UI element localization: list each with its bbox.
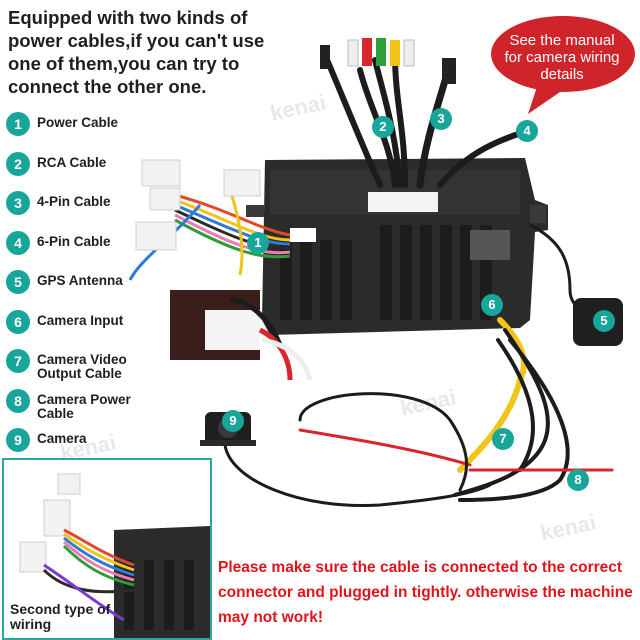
callout-4pin-cable: 3 [430,108,452,130]
connection-warning: Please make sure the cable is connected … [218,559,633,626]
legend-label: Camera Video Output Cable [37,352,127,381]
legend-number: 7 [6,349,30,373]
legend: 1 Power Cable 2 RCA Cable 3 4-Pin Cable 4 6-… [6,112,176,468]
legend-item: 3 4-Pin Cable [6,191,176,231]
second-wiring-caption: Second type of wiring [10,601,111,632]
second-wiring-inset: Second type of wiring [2,458,212,640]
callout-camera-video-output: 7 [492,428,514,450]
legend-item: 1 Power Cable [6,112,176,152]
legend-label: Camera Input [37,312,124,328]
white-connectors [135,159,261,251]
power-harness [128,189,291,281]
rca-plugs [320,38,456,84]
legend-label: Camera Power Cable [37,391,131,421]
legend-label: Power Cable [37,115,119,130]
manual-note-bubble: See the manual for camera wiring details [488,14,638,114]
legend-number: 1 [6,112,30,136]
heading-text: Equipped with two kinds of power cables,… [8,7,265,97]
legend-number: 5 [6,270,30,294]
callout-camera: 9 [222,410,244,432]
legend-item: 4 6-Pin Cable [6,230,176,271]
legend-item: 6 Camera Input [6,309,176,350]
legend-label: GPS Antenna [37,273,123,288]
callout-6pin-cable: 4 [516,120,538,142]
legend-item: 8 Camera Power Cable [6,388,176,429]
legend-item: 2 RCA Cable [6,151,176,192]
camera-cables [223,317,614,508]
callout-power-cable: 1 [247,232,269,254]
head-unit [246,158,548,335]
legend-item: 7 Camera Video Output Cable [6,349,176,389]
legend-label: RCA Cable [37,154,107,170]
legend-number: 9 [6,428,30,452]
legend-label: 6-Pin Cable [37,233,111,249]
legend-label: Camera [37,431,87,446]
legend-number: 2 [6,151,30,176]
legend-item: 9 Camera [6,428,176,468]
callout-camera-power: 8 [567,469,589,491]
second-wiring-photo [19,473,210,638]
camera-input-box [170,290,313,381]
legend-number: 6 [6,309,30,334]
legend-number: 8 [6,388,30,413]
legend-number: 3 [6,191,30,215]
legend-label: 4-Pin Cable [37,194,111,209]
callout-rca-cable: 2 [372,116,394,138]
legend-number: 4 [6,230,30,255]
legend-item: 5 GPS Antenna [6,270,176,310]
manual-note-text: See the manual for camera wiring details [504,32,620,83]
callout-gps-antenna: 5 [593,310,615,332]
callout-camera-input: 6 [481,294,503,316]
